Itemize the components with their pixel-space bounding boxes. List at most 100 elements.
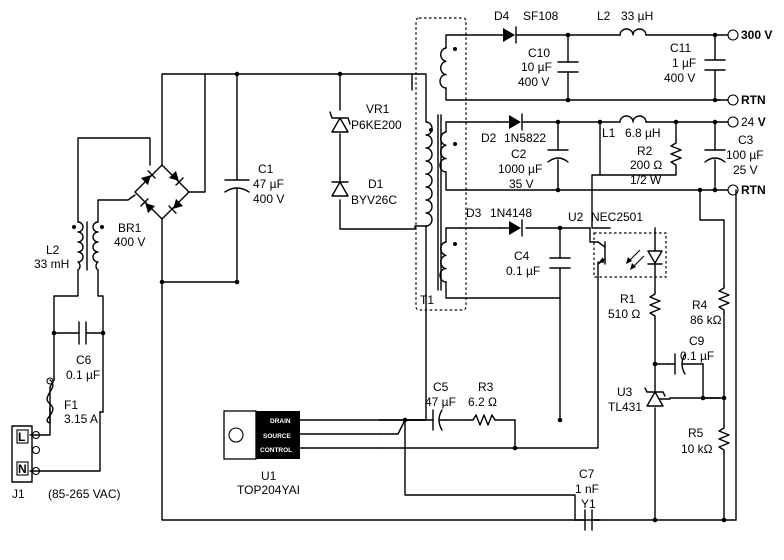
- output-300v-rtn-label: RTN: [741, 93, 766, 107]
- c1-value: 47 µF: [253, 177, 284, 191]
- capacitor-c2: C2 1000 µF 35 V: [498, 147, 569, 191]
- l2-output-value: 33 µH: [621, 9, 653, 23]
- diode-d2: D2 1N5822: [481, 113, 546, 145]
- c2-value: 1000 µF: [498, 162, 542, 176]
- output-300v-label: 300 V: [741, 28, 772, 42]
- c5-ref: C5: [433, 380, 449, 394]
- c7-ref: C7: [579, 467, 595, 481]
- connector-j1: L N J1 (85-265 VAC): [11, 425, 120, 501]
- c6-value: 0.1 µF: [66, 368, 100, 382]
- diode-d4: D4 SF108: [489, 9, 559, 44]
- br1-value: 400 V: [114, 235, 145, 249]
- u1-ref: U1: [261, 469, 277, 483]
- r4-ref: R4: [692, 298, 708, 312]
- r5-ref: R5: [688, 426, 704, 440]
- c10-voltage: 400 V: [518, 75, 549, 89]
- j1-pin-n: N: [18, 462, 27, 476]
- r2-power: 1/2 W: [630, 173, 662, 187]
- d3-ref: D3: [466, 206, 482, 220]
- terminal-300v-rtn: [727, 94, 739, 106]
- tvs-vr1: VR1 P6KE200: [329, 102, 402, 133]
- capacitor-c11: C11 1 µF 400 V: [664, 41, 726, 85]
- c9-value: 0.1 µF: [680, 349, 714, 363]
- d4-ref: D4: [494, 9, 510, 23]
- d1-ref: D1: [368, 177, 384, 191]
- r1-ref: R1: [620, 292, 636, 306]
- choke-l2-input: L2 33 mH: [34, 221, 104, 271]
- capacitor-c10: C10 10 µF 400 V: [518, 46, 579, 89]
- u1-pin-control: CONTROL: [260, 447, 292, 454]
- j1-input-range: (85-265 VAC): [48, 487, 120, 501]
- bridge-rectifier-br1: BR1 400 V: [114, 164, 190, 249]
- resistor-r4: R4 86 kΩ: [690, 284, 730, 327]
- u1-value: TOP204YAI: [237, 483, 300, 497]
- t1-ref: T1: [420, 293, 434, 307]
- j1-pin-l: L: [18, 430, 25, 444]
- output-24v-label: 24 V: [741, 115, 766, 129]
- capacitor-c9: C9 0.1 µF: [667, 334, 714, 375]
- c5-value: 47 µF: [425, 395, 456, 409]
- resistor-r5: R5 10 kΩ: [681, 424, 730, 456]
- u2-value: NEC2501: [591, 210, 643, 224]
- br1-ref: BR1: [118, 221, 142, 235]
- l2-input-value: 33 mH: [34, 257, 69, 271]
- c11-voltage: 400 V: [664, 71, 695, 85]
- c3-voltage: 25 V: [733, 163, 758, 177]
- c1-voltage: 400 V: [253, 192, 284, 206]
- c11-value: 1 µF: [672, 56, 696, 70]
- junction-dots: [51, 32, 727, 523]
- r3-value: 6.2 Ω: [468, 395, 497, 409]
- c10-ref: C10: [528, 46, 550, 60]
- wires: [29, 34, 737, 521]
- l1-ref: L1: [602, 126, 616, 140]
- c6-ref: C6: [76, 353, 92, 367]
- r1-value: 510 Ω: [608, 307, 640, 321]
- r2-ref: R2: [637, 144, 653, 158]
- capacitor-c1: C1 47 µF 400 V: [224, 162, 284, 206]
- terminal-300v: [727, 29, 739, 41]
- r5-value: 10 kΩ: [681, 442, 713, 456]
- d2-value: 1N5822: [504, 131, 546, 145]
- c3-value: 100 µF: [726, 148, 764, 162]
- d3-value: 1N4148: [490, 206, 532, 220]
- c1-ref: C1: [258, 162, 274, 176]
- c2-voltage: 35 V: [509, 177, 534, 191]
- u1-pin-source: SOURCE: [263, 433, 291, 440]
- capacitor-c5: C5 47 µF: [425, 380, 456, 431]
- inductor-l2-output: L2 33 µH: [597, 9, 653, 36]
- l2-input-ref: L2: [46, 243, 60, 257]
- optocoupler-u2: U2 NEC2501: [568, 210, 667, 278]
- diode-d3: D3 1N4148: [466, 206, 532, 237]
- d4-value: SF108: [523, 9, 559, 23]
- c4-ref: C4: [514, 249, 530, 263]
- d2-ref: D2: [481, 131, 497, 145]
- output-24v-rtn-label: RTN: [741, 183, 766, 197]
- switcher-ic-u1: DRAIN SOURCE CONTROL U1 TOP204YAI: [223, 410, 381, 497]
- j1-ref: J1: [12, 487, 25, 501]
- l2-output-ref: L2: [597, 9, 611, 23]
- f1-value: 3.15 A: [64, 412, 98, 426]
- inductor-l1: L1 6.8 µH: [602, 115, 661, 140]
- capacitor-c7: C7 1 nF Y1: [575, 467, 601, 531]
- diode-d1: D1 BYV26C: [331, 177, 397, 207]
- c7-value: 1 nF: [575, 482, 599, 496]
- f1-ref: F1: [64, 398, 78, 412]
- r3-ref: R3: [478, 380, 494, 394]
- capacitor-c6: C6 0.1 µF: [66, 321, 100, 382]
- capacitor-c4: C4 0.1 µF: [506, 249, 571, 278]
- c4-value: 0.1 µF: [506, 264, 540, 278]
- c11-ref: C11: [670, 41, 691, 55]
- capacitor-c3: C3 100 µF 25 V: [704, 133, 764, 177]
- c10-value: 10 µF: [521, 60, 552, 74]
- u1-pin-drain: DRAIN: [270, 418, 291, 425]
- c3-ref: C3: [738, 133, 754, 147]
- output-terminals: 300 V RTN 24 V RTN: [727, 28, 772, 197]
- u2-ref: U2: [568, 210, 584, 224]
- resistor-r1: R1 510 Ω: [608, 291, 661, 321]
- c7-class: Y1: [581, 497, 596, 511]
- u3-value: TL431: [608, 400, 642, 414]
- c2-ref: C2: [511, 147, 527, 161]
- vr1-value: P6KE200: [351, 118, 402, 132]
- u3-ref: U3: [617, 385, 633, 399]
